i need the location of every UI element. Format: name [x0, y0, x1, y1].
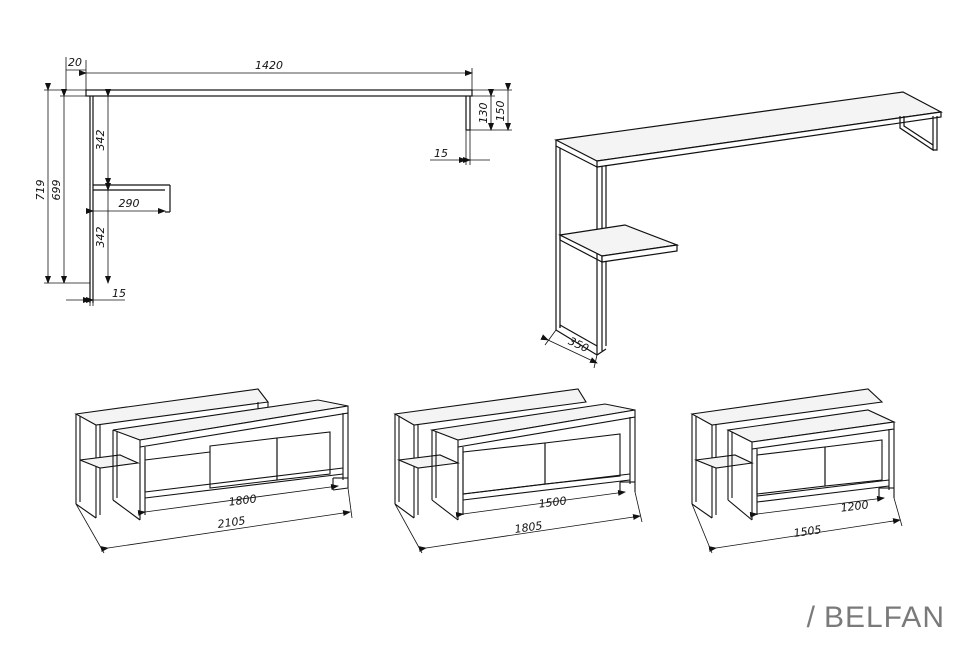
config-2-sideboard-width: 1500 [538, 494, 567, 510]
dim-iso-depth: 350 [566, 334, 591, 355]
brand-logo: /BELFAN [807, 601, 945, 635]
iso-desk-top [554, 91, 943, 162]
dim-right-leg-outer: 150 [494, 101, 507, 122]
dim-height-outer: 719 [34, 180, 47, 201]
isometric-view: 350 [540, 91, 943, 369]
dim-leg-width: 15 [112, 287, 126, 300]
brand-slash-mark: / [806, 601, 816, 634]
config-1-sideboard-width: 1800 [228, 492, 257, 508]
config-3-sideboard-width: 1200 [840, 498, 869, 514]
dim-shelf-depth: 290 [119, 197, 140, 210]
configuration-2: 1500 1805 [393, 388, 643, 554]
dim-top-width: 20 [68, 56, 82, 69]
iso-right-leg [899, 116, 934, 152]
configuration-1: 1800 2105 [74, 388, 353, 554]
dim-height-inner: 699 [50, 180, 63, 201]
iso-depth-dimension [540, 329, 598, 369]
brand-name: BELFAN [823, 601, 945, 634]
dim-right-leg-width: 15 [434, 147, 448, 160]
config-1-total-width: 2105 [217, 514, 247, 531]
side-elevation-view: 1420 20 719 699 342 342 290 15 15 130 15… [34, 56, 512, 306]
dimension-lines [44, 57, 512, 306]
config-2-total-width: 1805 [514, 519, 544, 536]
desk-top-profile [85, 89, 473, 97]
dim-shelf-gap-lower: 342 [94, 227, 107, 248]
dimension-labels: 1420 20 719 699 342 342 290 15 15 130 15… [34, 56, 507, 300]
config-3-total-width: 1505 [793, 523, 823, 540]
dim-length: 1420 [255, 59, 283, 72]
dim-right-leg-inner: 130 [477, 103, 490, 124]
configuration-3: 1200 1505 [690, 388, 903, 554]
dim-shelf-gap-upper: 342 [94, 130, 107, 151]
